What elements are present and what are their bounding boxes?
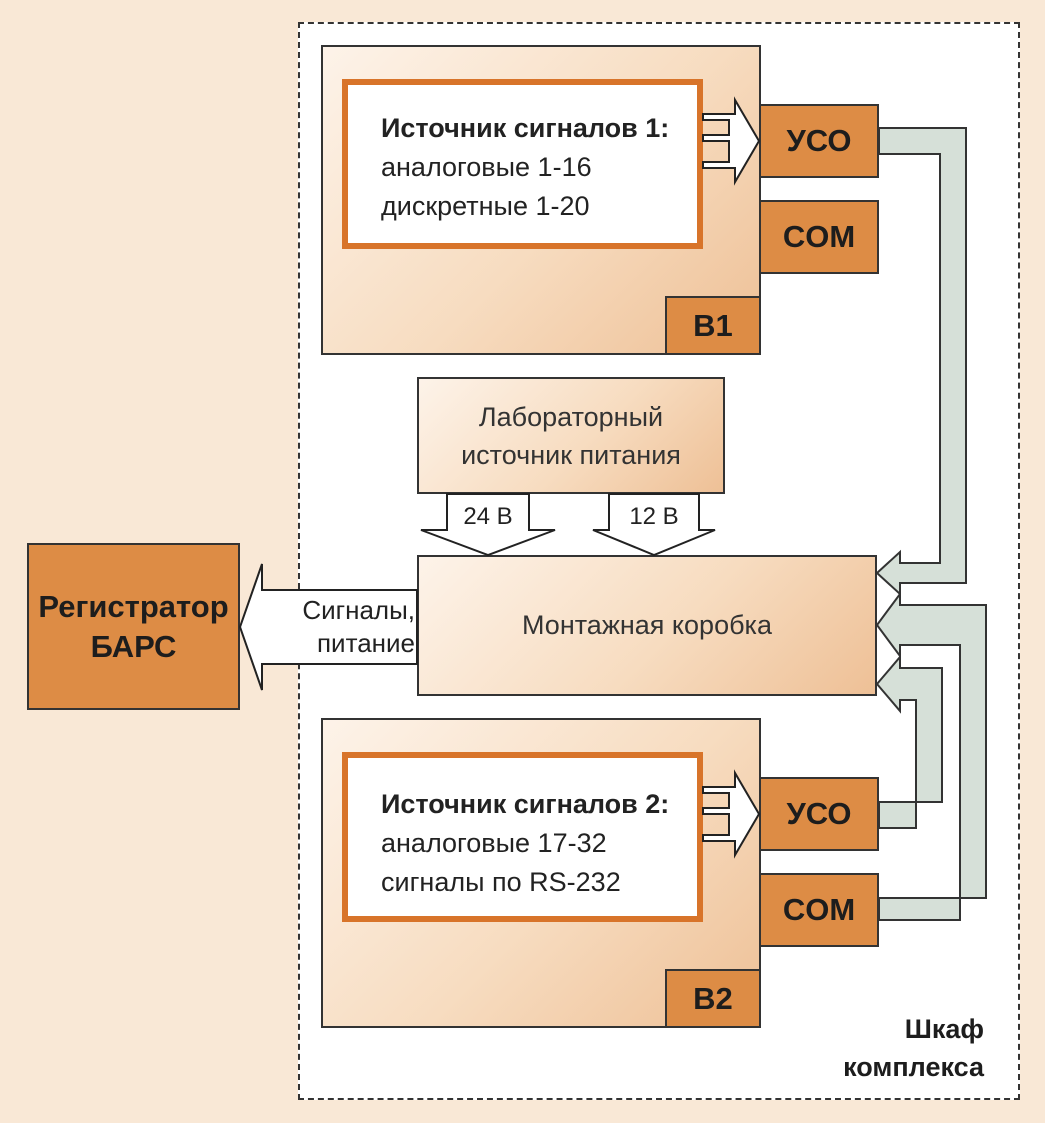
voltage-12-label: 12 В bbox=[617, 503, 691, 531]
b2-box: B2 bbox=[665, 969, 761, 1028]
junction-box: Монтажная коробка bbox=[417, 555, 877, 696]
power-supply-box: Лабораторный источник питания bbox=[417, 377, 725, 494]
source1-line1: аналоговые 1-16 bbox=[381, 152, 592, 182]
uso-2-label: УСО bbox=[786, 796, 852, 831]
cabinet-line1: Шкаф bbox=[904, 1014, 984, 1044]
com-box-1: COM bbox=[759, 200, 879, 274]
recorder-line1: Регистратор bbox=[38, 588, 229, 624]
signals-line1: Сигналы, bbox=[302, 595, 415, 625]
source2-line1: аналоговые 17-32 bbox=[381, 828, 607, 858]
source2-title: Источник сигналов 2: bbox=[381, 789, 670, 819]
signal-source-1-text: Источник сигналов 1: аналоговые 1-16 дис… bbox=[381, 109, 669, 226]
source2-line2: сигналы по RS-232 bbox=[381, 867, 621, 897]
voltage-24-label: 24 В bbox=[455, 503, 521, 531]
uso-box-1: УСО bbox=[759, 104, 879, 178]
uso-1-label: УСО bbox=[786, 123, 852, 158]
voltage-12-text: 12 В bbox=[629, 503, 679, 530]
com-2-label: COM bbox=[782, 892, 856, 927]
signal-source-1: Источник сигналов 1: аналоговые 1-16 дис… bbox=[342, 79, 703, 249]
junction-box-label: Монтажная коробка bbox=[522, 610, 772, 640]
uso-box-2: УСО bbox=[759, 777, 879, 851]
power-supply-line1: Лабораторный bbox=[478, 401, 664, 432]
recorder-line2: БАРС bbox=[90, 628, 177, 664]
cabinet-label: Шкаф комплекса bbox=[800, 1010, 984, 1086]
b2-label: B2 bbox=[693, 980, 733, 1016]
com-1-label: COM bbox=[782, 219, 856, 254]
cabinet-line2: комплекса bbox=[843, 1052, 984, 1082]
power-supply-line2: источник питания bbox=[461, 439, 681, 470]
signal-source-2-text: Источник сигналов 2: аналоговые 17-32 си… bbox=[381, 785, 669, 902]
com-box-2: COM bbox=[759, 873, 879, 947]
source1-line2: дискретные 1-20 bbox=[381, 191, 590, 221]
b1-label: B1 bbox=[693, 307, 733, 343]
recorder-box: Регистратор БАРС bbox=[27, 543, 240, 710]
b1-box: B1 bbox=[665, 296, 761, 355]
voltage-24-text: 24 В bbox=[463, 503, 513, 530]
signal-source-2: Источник сигналов 2: аналоговые 17-32 си… bbox=[342, 752, 703, 922]
signals-line2: питание bbox=[316, 628, 415, 658]
source1-title: Источник сигналов 1: bbox=[381, 113, 670, 143]
signals-arrow-label: Сигналы, питание bbox=[270, 594, 415, 660]
